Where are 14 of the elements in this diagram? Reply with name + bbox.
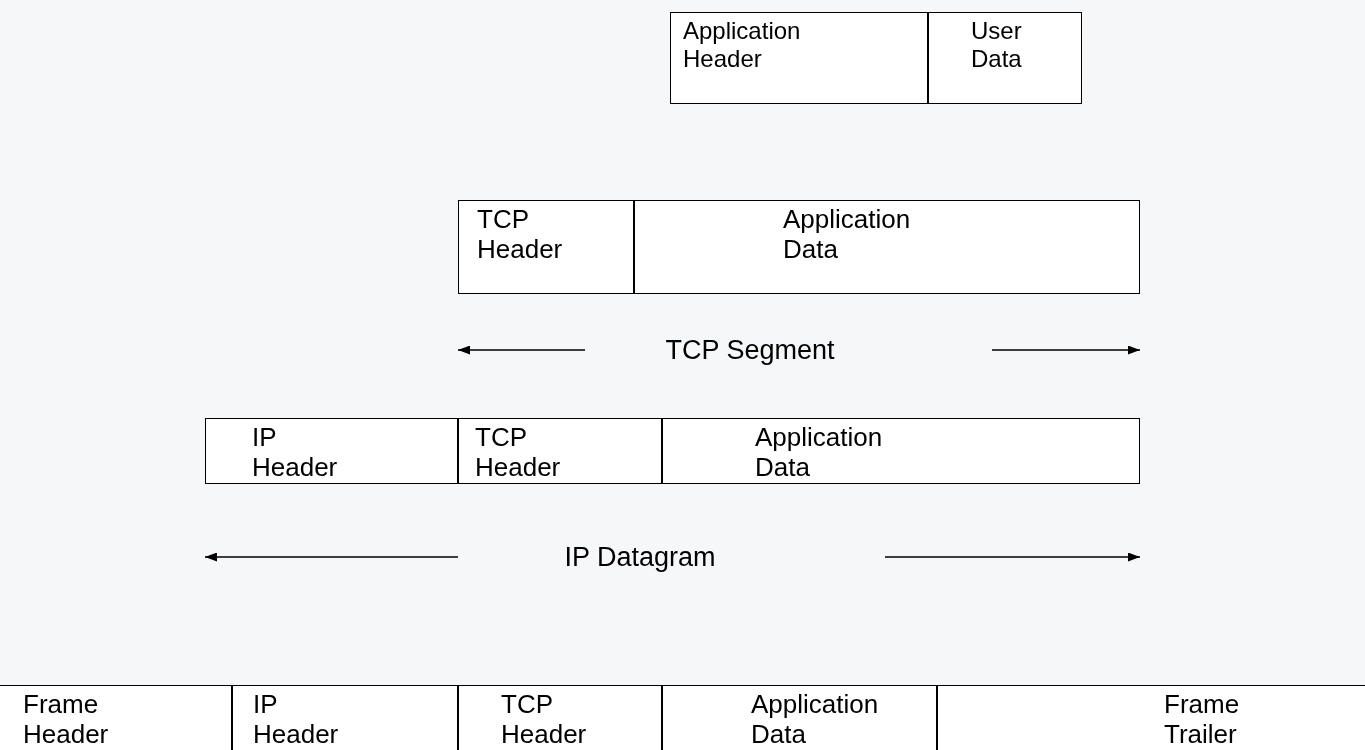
field-box: TCP Header [458,200,634,294]
span-label: IP Datagram [564,541,716,573]
field-box: User Data [928,12,1082,104]
field-box: Frame Trailer [937,685,1365,750]
field-box: Application Data [634,200,1140,294]
field-box: Application Data [662,418,1140,484]
field-box: Frame Header [0,685,232,750]
field-box: IP Header [232,685,458,750]
field-box: TCP Header [458,685,662,750]
field-box: IP Header [205,418,458,484]
span-label: TCP Segment [665,334,835,366]
field-box: Application Data [662,685,937,750]
field-box: Application Header [670,12,928,104]
field-box: TCP Header [458,418,662,484]
